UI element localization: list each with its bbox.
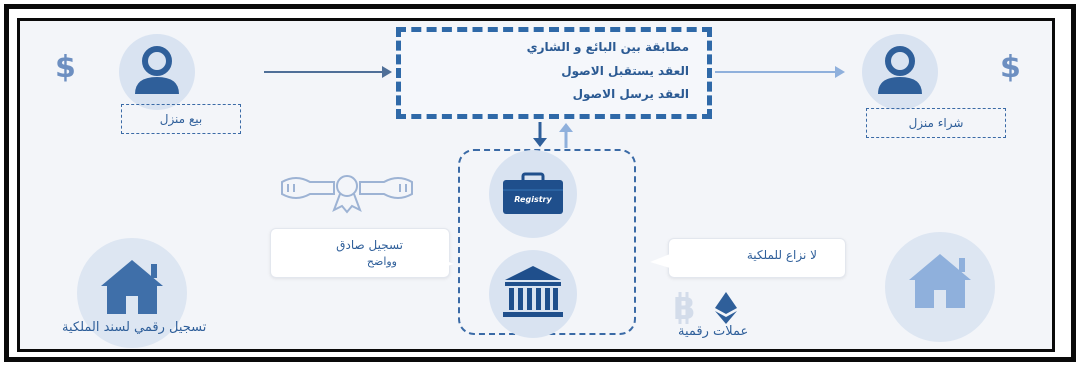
certificate-icon (281, 175, 413, 214)
briefcase-icon (503, 172, 563, 214)
seller-dollar-icon: $ (55, 50, 76, 85)
ethereum-icon (715, 292, 737, 324)
contract-line-2: العقد يستقبل الاصول (561, 64, 689, 78)
buyer-label: شراء منزل (866, 108, 1006, 138)
seller-label: بيع منزل (121, 104, 241, 134)
arrow-right-icon (264, 66, 392, 78)
callout-pointer (434, 256, 454, 270)
registry-briefcase: Registry (489, 150, 577, 238)
registry-label: Registry (514, 195, 552, 204)
outer-frame (4, 4, 1076, 362)
house-right (885, 232, 995, 342)
buyer-avatar (862, 34, 938, 110)
bitcoin-icon: B (673, 292, 696, 326)
callout-pointer (650, 254, 670, 268)
house-icon (101, 260, 163, 314)
bottom-left-caption: تسجيل رقمي لسند الملكية (62, 320, 207, 335)
sync-arrows-icon (533, 122, 573, 148)
contract-line-1: مطابقة بين البائع و الشاري (526, 40, 689, 54)
svg-text:B: B (673, 292, 696, 326)
arrow-right-icon (715, 66, 845, 78)
left-callout-line2: وواضح (366, 255, 397, 268)
crypto-caption: عملات رقمية (678, 324, 749, 339)
contract-box: مطابقة بين البائع و الشاري العقد يستقبل … (396, 27, 712, 119)
house-left (77, 238, 187, 348)
person-icon (135, 46, 179, 94)
bank-icon (503, 266, 563, 317)
left-callout: تسجيل صادق وواضح (270, 228, 450, 278)
right-callout-text: لا نزاع للملكية (746, 248, 817, 262)
person-icon (878, 46, 922, 94)
contract-line-3: العقد يرسل الاصول (572, 87, 689, 101)
right-callout: لا نزاع للملكية (668, 238, 846, 278)
seller-avatar (119, 34, 195, 110)
buyer-dollar-icon: $ (1000, 50, 1021, 85)
left-callout-line1: تسجيل صادق (336, 238, 403, 252)
house-icon (909, 254, 971, 308)
registry-bank (489, 250, 577, 338)
